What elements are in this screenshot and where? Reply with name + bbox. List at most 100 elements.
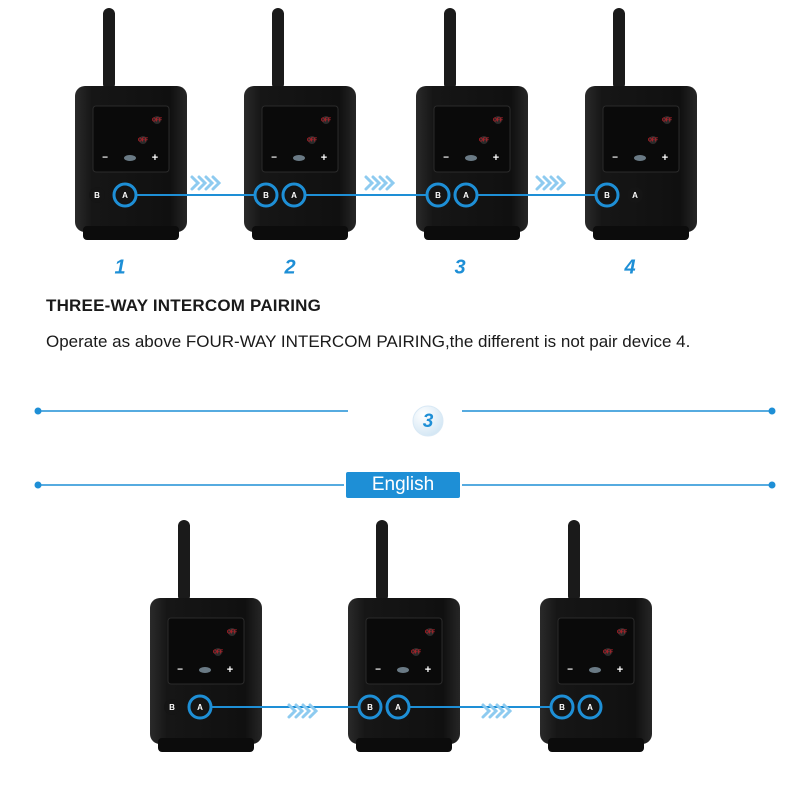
device-clip xyxy=(252,226,348,240)
b-button xyxy=(164,699,180,715)
a-button-label: A xyxy=(395,703,401,712)
minus-icon: − xyxy=(443,153,449,164)
plus-icon: + xyxy=(321,152,327,164)
b-button xyxy=(599,187,615,203)
antenna-icon xyxy=(178,520,190,602)
power-off-icon: OFF xyxy=(411,649,421,655)
device-panel xyxy=(433,105,511,173)
off-button xyxy=(214,648,222,656)
antenna-icon xyxy=(568,520,580,602)
device-panel xyxy=(602,105,680,173)
minus-icon: − xyxy=(567,665,573,676)
minus-icon: − xyxy=(612,153,618,164)
b-button xyxy=(89,187,105,203)
off-button xyxy=(494,116,502,124)
a-button xyxy=(192,699,208,715)
a-button-label: A xyxy=(632,191,638,200)
b-button-label: B xyxy=(604,191,610,200)
device-clip xyxy=(356,738,452,752)
a-button-label: A xyxy=(463,191,469,200)
chevrons-right-icon xyxy=(287,703,319,719)
led-icon xyxy=(397,667,409,673)
plus-icon: + xyxy=(493,152,499,164)
minus-icon: − xyxy=(177,665,183,676)
led-icon xyxy=(199,667,211,673)
power-off-icon: OFF xyxy=(493,117,503,123)
a-button-label: A xyxy=(291,191,297,200)
b-button xyxy=(362,699,378,715)
power-off-icon: OFF xyxy=(227,629,237,635)
led-icon xyxy=(293,155,305,161)
b-button-label: B xyxy=(559,703,565,712)
led-icon xyxy=(634,155,646,161)
device-clip xyxy=(83,226,179,240)
device-number: 1 xyxy=(114,256,125,278)
device-clip xyxy=(593,226,689,240)
device-number: 3 xyxy=(454,256,465,278)
b-button-label: B xyxy=(367,703,373,712)
power-off-icon: OFF xyxy=(321,117,331,123)
device-clip xyxy=(548,738,644,752)
power-off-icon: OFF xyxy=(617,629,627,635)
power-off-icon: OFF xyxy=(479,137,489,143)
power-off-icon: OFF xyxy=(152,117,162,123)
b-button-label: B xyxy=(94,191,100,200)
chevrons-right-icon xyxy=(535,175,567,191)
power-off-icon: OFF xyxy=(425,629,435,635)
device-panel xyxy=(365,617,443,685)
a-button-label: A xyxy=(122,191,128,200)
minus-icon: − xyxy=(375,665,381,676)
power-off-icon: OFF xyxy=(307,137,317,143)
a-button xyxy=(627,187,643,203)
divider-dot xyxy=(768,481,776,489)
led-icon xyxy=(124,155,136,161)
active-a-ring xyxy=(577,694,603,720)
b-button-label: B xyxy=(435,191,441,200)
a-button xyxy=(582,699,598,715)
off-button xyxy=(618,628,626,636)
antenna-icon xyxy=(613,8,625,90)
led-icon xyxy=(589,667,601,673)
antenna-icon xyxy=(103,8,115,90)
antenna-icon xyxy=(376,520,388,602)
antenna-icon xyxy=(272,8,284,90)
plus-icon: + xyxy=(617,664,623,676)
off-button xyxy=(412,648,420,656)
minus-icon: − xyxy=(271,153,277,164)
power-off-icon: OFF xyxy=(213,649,223,655)
power-off-icon: OFF xyxy=(138,137,148,143)
off-button xyxy=(649,136,657,144)
section-body: Operate as above FOUR-WAY INTERCOM PAIRI… xyxy=(46,332,691,351)
off-button xyxy=(426,628,434,636)
device-number: 2 xyxy=(283,256,295,278)
power-off-icon: OFF xyxy=(662,117,672,123)
plus-icon: + xyxy=(662,152,668,164)
b-button xyxy=(258,187,274,203)
device-clip xyxy=(424,226,520,240)
a-button xyxy=(117,187,133,203)
plus-icon: + xyxy=(425,664,431,676)
off-button xyxy=(322,116,330,124)
device-panel xyxy=(167,617,245,685)
off-button xyxy=(228,628,236,636)
plus-icon: + xyxy=(152,152,158,164)
chevrons-right-icon xyxy=(481,703,513,719)
device-number: 4 xyxy=(623,256,635,278)
step-number: 3 xyxy=(423,411,434,432)
b-button xyxy=(554,699,570,715)
chevrons-right-icon xyxy=(364,175,396,191)
a-button-label: A xyxy=(197,703,203,712)
off-button xyxy=(663,116,671,124)
minus-icon: − xyxy=(102,153,108,164)
a-button xyxy=(458,187,474,203)
antenna-icon xyxy=(444,8,456,90)
device-clip xyxy=(158,738,254,752)
off-button xyxy=(139,136,147,144)
language-badge: English xyxy=(346,472,460,498)
devices-layer: OFF OFF − + B A OFF OFF − + B A OFF OFF − + B A OFF OFF − + B A… xyxy=(34,8,776,752)
divider-dot xyxy=(768,407,776,415)
b-button-label: B xyxy=(169,703,175,712)
